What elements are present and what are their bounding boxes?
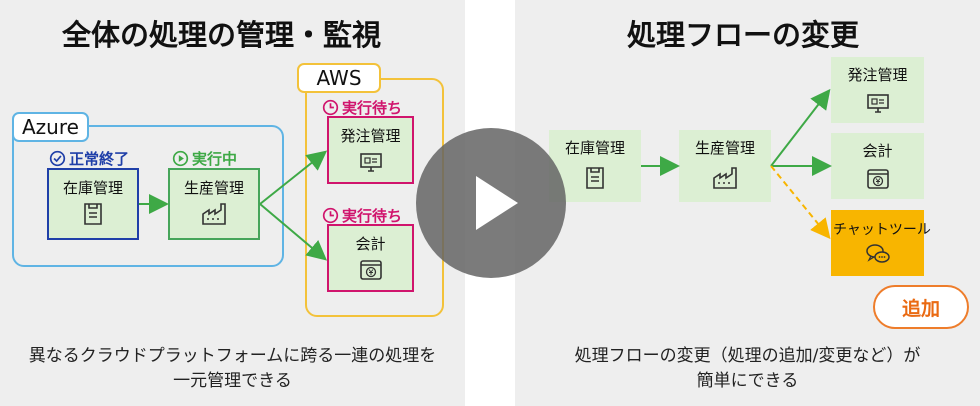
monitor-icon	[359, 153, 382, 172]
right-caption-line1: 処理フローの変更（処理の追加/変更など）が	[574, 346, 921, 366]
factory-icon	[202, 203, 226, 225]
node-inventory-left-label: 在庫管理	[62, 179, 123, 197]
node-ordering-left[interactable]: 発注管理	[327, 116, 414, 184]
arrow-production-to-chat	[770, 165, 831, 240]
node-accounting-right[interactable]: 会計	[831, 133, 924, 199]
right-title: 処理フローの変更	[627, 18, 860, 52]
status-waiting-accounting: 実行待ち	[322, 205, 402, 226]
node-ordering-left-label: 発注管理	[340, 127, 401, 145]
clock-icon	[322, 99, 339, 116]
arrow-production-to-accounting-left	[259, 203, 328, 261]
node-inventory-right-label: 在庫管理	[564, 139, 625, 157]
factory-icon	[713, 167, 737, 189]
right-caption: 処理フローの変更（処理の追加/変更など）が 簡単にできる	[515, 344, 980, 394]
azure-cloud-box	[12, 125, 284, 267]
aws-label: AWS	[297, 63, 381, 93]
node-inventory-left[interactable]: 在庫管理	[47, 168, 139, 240]
node-chat-tool-label: チャットツール	[833, 222, 931, 238]
node-chat-tool[interactable]: チャットツール	[831, 210, 931, 276]
right-caption-line2: 簡単にできる	[696, 371, 799, 391]
status-waiting-ordering: 実行待ち	[322, 97, 402, 118]
arrow-production-to-ordering-left	[259, 150, 328, 205]
chat-bubbles-icon	[865, 244, 890, 263]
yen-register-icon	[359, 260, 382, 280]
monitor-icon	[866, 94, 889, 113]
status-done-label: 正常終了	[69, 150, 130, 168]
yen-register-icon	[866, 169, 889, 189]
status-running: 実行中	[172, 148, 237, 169]
clipboard-icon	[586, 167, 604, 189]
check-circle-icon	[49, 150, 66, 167]
node-accounting-right-label: 会計	[862, 142, 893, 160]
node-production-left[interactable]: 生産管理	[168, 168, 260, 240]
node-production-left-label: 生産管理	[183, 179, 244, 197]
node-ordering-right-label: 発注管理	[847, 66, 908, 84]
azure-label: Azure	[12, 112, 89, 142]
left-caption: 異なるクラウドプラットフォームに跨る一連の処理を 一元管理できる	[0, 344, 465, 394]
play-button-icon	[476, 176, 518, 230]
play-button[interactable]	[416, 128, 566, 278]
node-production-right-label: 生産管理	[694, 139, 755, 157]
node-ordering-right[interactable]: 発注管理	[831, 57, 924, 123]
status-done: 正常終了	[49, 148, 129, 169]
clock-icon	[322, 207, 339, 224]
left-caption-line2: 一元管理できる	[173, 371, 292, 391]
arrow-production-to-ordering-right	[770, 88, 831, 167]
left-caption-line1: 異なるクラウドプラットフォームに跨る一連の処理を	[28, 346, 437, 366]
status-waiting-accounting-label: 実行待ち	[342, 207, 403, 225]
node-production-right[interactable]: 生産管理	[679, 130, 771, 202]
clipboard-icon	[84, 203, 102, 225]
play-circle-icon	[172, 150, 189, 167]
add-badge: 追加	[873, 285, 969, 329]
status-waiting-ordering-label: 実行待ち	[342, 99, 403, 117]
left-title: 全体の処理の管理・監視	[62, 18, 382, 52]
status-running-label: 実行中	[192, 150, 238, 168]
node-accounting-left[interactable]: 会計	[327, 224, 414, 292]
node-accounting-left-label: 会計	[355, 235, 386, 253]
